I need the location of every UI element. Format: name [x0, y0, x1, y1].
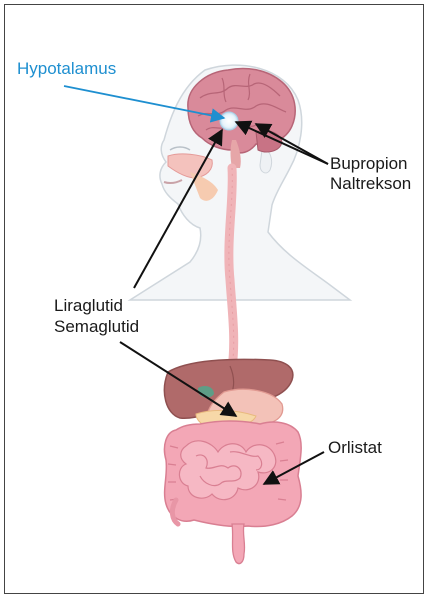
- intestines: [164, 421, 301, 564]
- label-semaglutid: Semaglutid: [54, 317, 139, 337]
- label-hypothalamus: Hypotalamus: [17, 59, 116, 79]
- label-liraglutid: Liraglutid: [54, 296, 123, 316]
- label-bupropion: Bupropion: [330, 154, 408, 174]
- label-orlistat: Orlistat: [328, 438, 382, 458]
- liver-and-stomach: [164, 359, 292, 428]
- label-naltrekson: Naltrekson: [330, 174, 411, 194]
